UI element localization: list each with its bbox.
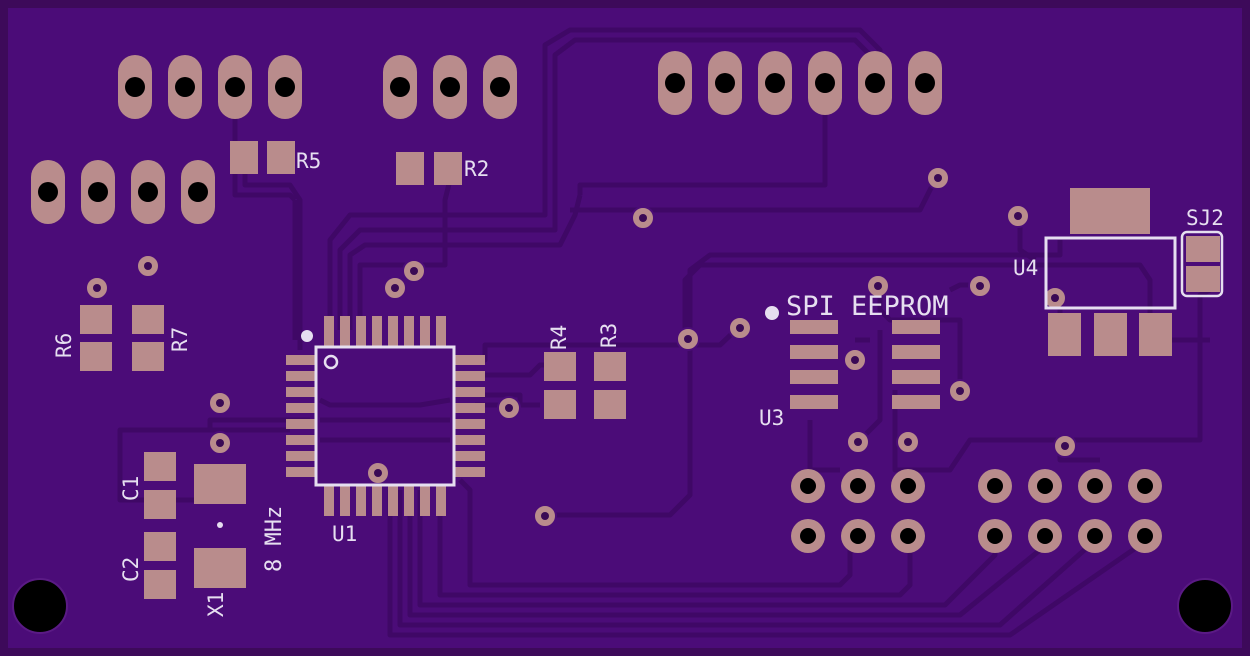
label-r5: R5 [296,149,321,173]
label-x1: X1 [204,592,228,617]
label-c2: C2 [119,557,143,582]
u1-outline [314,345,456,487]
label-freq: 8 MHz [262,506,287,572]
label-r3: R3 [597,323,621,348]
label-u3: U3 [759,406,784,430]
label-r7: R7 [168,327,192,352]
label-sj2: SJ2 [1186,206,1224,230]
mounting-holes [12,578,1233,634]
u4-outline [1044,236,1177,310]
label-r2: R2 [464,157,489,181]
label-u1: U1 [332,522,357,546]
via-holes [93,174,1069,520]
label-r6: R6 [52,333,76,358]
label-u4: U4 [1013,256,1038,280]
sj2-outline [1180,230,1224,298]
header-pads [31,51,942,224]
copper-traces [117,27,1212,638]
smd-pads [80,141,1220,599]
label-r4: R4 [547,325,571,350]
u1-pin1-marker [323,354,339,370]
silkscreen-dots [217,306,779,528]
header-2x7 [791,469,1162,553]
label-spi-eeprom: SPI EEPROM [786,291,949,322]
silkscreen-outlines [314,230,1224,487]
silkscreen-labels: R5 R2 R6 R7 R4 R3 C1 C2 X1 8 MHz U1 U3 U… [52,149,1224,617]
label-c1: C1 [119,476,143,501]
u1-pads [286,316,485,516]
